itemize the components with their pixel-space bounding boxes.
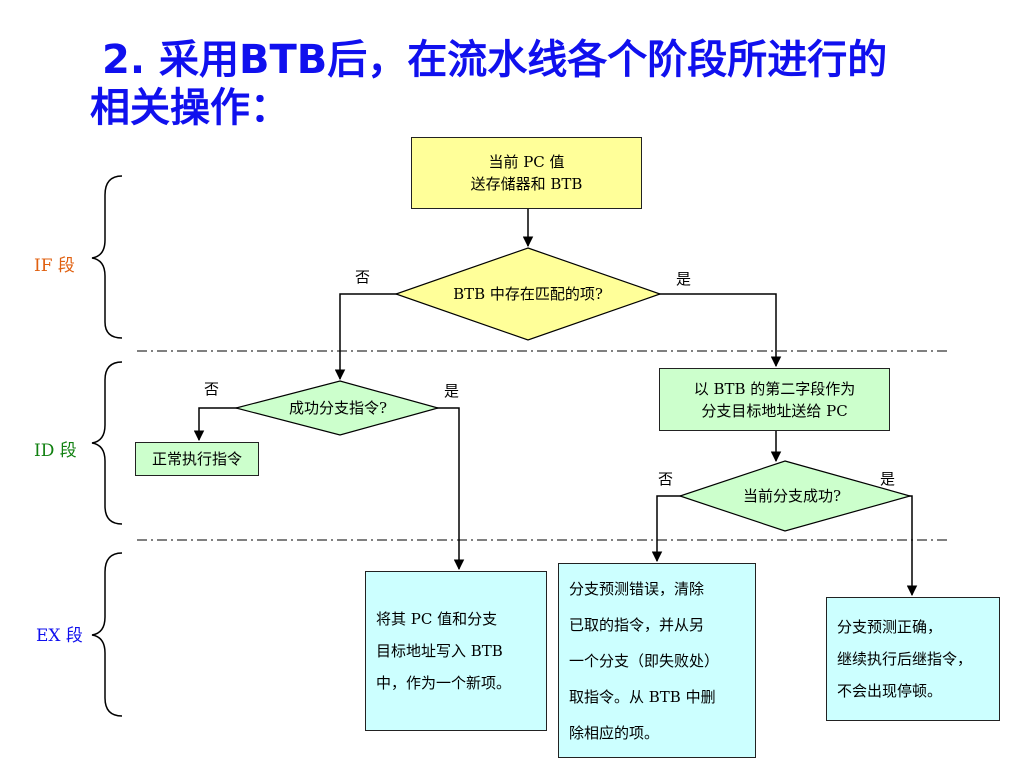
write-btb-line-2: 目标地址写入 BTB [376, 642, 503, 660]
mispredict-line-4: 取指令。从 BTB 中删 [569, 687, 716, 706]
branch-yes-label: 是 [444, 382, 460, 400]
id-stage-brace [91, 361, 123, 525]
branch-decision-label: 成功分支指令? [288, 399, 388, 417]
correct-line-2: 继续执行后继指令， [837, 650, 973, 668]
page-title: 2. 采用BTB后，在流水线各个阶段所进行的 相关操作： [90, 36, 990, 132]
mispredict-line-1: 分支预测错误，清除 [569, 579, 705, 598]
success-decision-diamond [678, 460, 913, 532]
success-no-arrow [651, 495, 682, 563]
btb-no-label: 否 [355, 268, 371, 286]
if-stage-brace [91, 175, 123, 339]
correct-line-3: 不会出现停顿。 [837, 682, 943, 700]
btb-no-arrow [334, 293, 398, 381]
start-line-1: 当前 PC 值 [488, 153, 565, 171]
ex-stage-label: EX 段 [36, 626, 83, 646]
btb-target-line-1: 以 BTB 的第二字段作为 [693, 379, 856, 398]
mispredict-line-3: 一个分支（即失败处） [569, 651, 720, 670]
success-no-label: 否 [658, 470, 674, 488]
normal-exec-text: 正常执行指令 [151, 450, 242, 468]
mispredict-line-5: 除相应的项。 [569, 723, 660, 742]
correct-line-1: 分支预测正确， [837, 618, 943, 636]
if-stage-label: IF 段 [34, 256, 75, 276]
branch-yes-arrow [436, 407, 465, 571]
branch-no-arrow [193, 407, 238, 442]
success-yes-label: 是 [880, 470, 896, 488]
write-btb-line-1: 将其 PC 值和分支 [376, 610, 498, 628]
btb-yes-arrow [658, 293, 782, 368]
success-yes-arrow [906, 495, 918, 597]
title-line-2: 相关操作： [90, 85, 290, 131]
btb-target-line-2: 分支目标地址送给 PC [701, 401, 848, 420]
correct-box: 分支预测正确， 继续执行后继指令， 不会出现停顿。 [826, 597, 1000, 721]
mispredict-line-2: 已取的指令，并从另 [569, 615, 705, 634]
write-btb-box: 将其 PC 值和分支 目标地址写入 BTB 中，作为一个新项。 [365, 571, 547, 731]
btb-decision-label: BTB 中存在匹配的项? [453, 285, 603, 303]
start-box: 当前 PC 值 送存储器和 BTB [411, 137, 642, 209]
ex-stage-brace [91, 552, 123, 717]
normal-exec-box: 正常执行指令 [135, 442, 259, 476]
success-decision-label: 当前分支成功? [742, 487, 842, 505]
branch-no-label: 否 [204, 380, 220, 398]
title-line-1: 2. 采用BTB后，在流水线各个阶段所进行的 [102, 37, 888, 83]
btb-yes-label: 是 [676, 270, 692, 288]
btb-decision-diamond [394, 247, 662, 341]
write-btb-line-3: 中，作为一个新项。 [376, 674, 512, 692]
start-line-2: 送存储器和 BTB [470, 175, 583, 193]
id-stage-label: ID 段 [34, 441, 77, 461]
branch-decision-diamond [233, 380, 441, 436]
mispredict-box: 分支预测错误，清除 已取的指令，并从另 一个分支（即失败处） 取指令。从 BTB… [558, 563, 756, 758]
btb-target-box: 以 BTB 的第二字段作为 分支目标地址送给 PC [659, 368, 890, 431]
